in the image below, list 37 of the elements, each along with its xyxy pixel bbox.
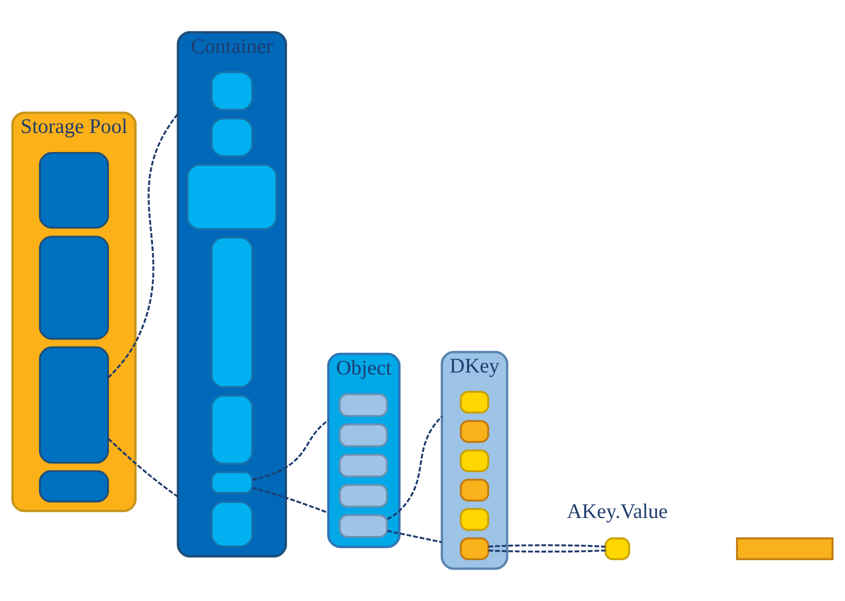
node-box <box>338 423 388 448</box>
connector <box>488 544 606 548</box>
label: AKey.Value <box>566 500 668 524</box>
node-box <box>38 152 109 229</box>
cluster: Storage Pool <box>11 112 137 512</box>
connector <box>108 113 179 378</box>
node-box <box>210 71 254 111</box>
node-bar <box>736 537 834 560</box>
node-box <box>186 164 278 230</box>
cluster: Object <box>327 352 400 548</box>
connector <box>252 486 329 514</box>
node-box <box>338 393 388 417</box>
node-box <box>210 394 254 465</box>
node-box <box>38 236 109 340</box>
node-box <box>338 454 388 478</box>
node-box <box>604 537 630 560</box>
connector <box>108 438 179 498</box>
node-box <box>38 470 109 502</box>
node-box <box>210 236 254 388</box>
node-box <box>460 508 490 531</box>
connector <box>488 549 606 553</box>
node-box <box>38 346 109 464</box>
node-box <box>460 390 490 414</box>
node-box <box>460 478 490 502</box>
node-box <box>460 537 490 560</box>
node-box <box>210 117 254 158</box>
connector <box>386 416 443 520</box>
node-box <box>338 514 388 538</box>
node-box <box>460 449 490 472</box>
connector <box>252 419 329 481</box>
node-box <box>338 484 388 508</box>
cluster: Container <box>176 31 287 558</box>
node-box <box>460 420 490 443</box>
node-box <box>210 501 254 548</box>
cluster: DKey <box>440 350 508 570</box>
node-box <box>210 471 254 494</box>
connector <box>387 530 442 544</box>
